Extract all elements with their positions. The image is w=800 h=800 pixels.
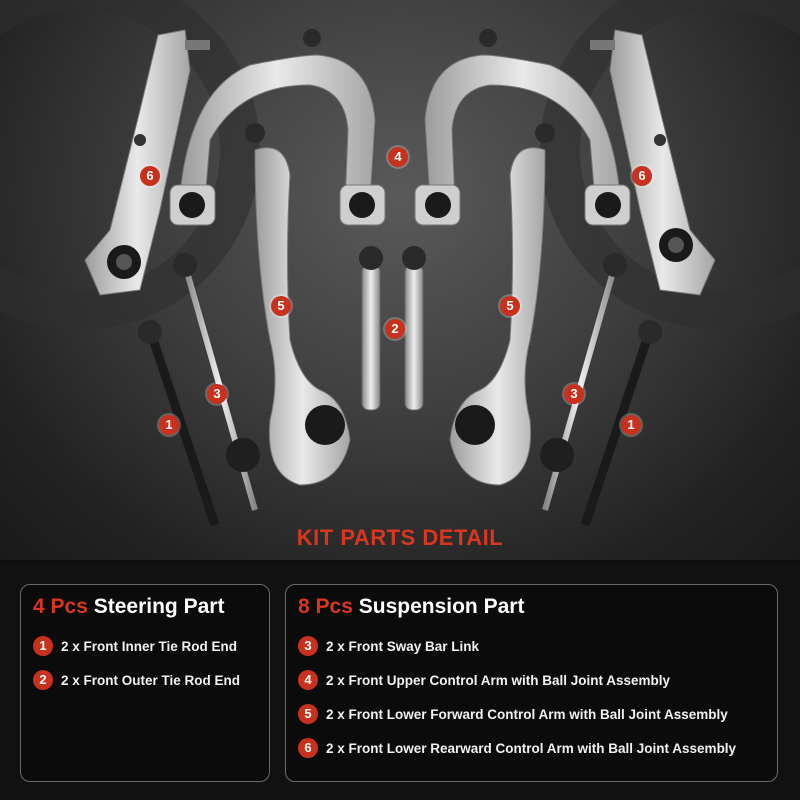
parts-illustration <box>0 0 800 527</box>
steering-label: Steering Part <box>93 595 225 618</box>
badge-part-6-right: 6 <box>632 166 652 186</box>
suspension-label: Suspension Part <box>358 595 525 618</box>
upper-control-arm-right <box>414 29 631 226</box>
item-number: 5 <box>298 704 318 724</box>
list-item: 5 2 x Front Lower Forward Control Arm wi… <box>298 703 728 725</box>
item-text: 2 x Front Inner Tie Rod End <box>61 638 238 654</box>
rear-lower-arm-right <box>579 29 716 296</box>
badge-part-5-right: 5 <box>500 296 520 316</box>
steering-heading: 4 Pcs Steering Part <box>33 595 224 619</box>
item-text: 2 x Front Sway Bar Link <box>326 638 480 654</box>
kit-parts-title: KIT PARTS DETAIL <box>296 525 504 550</box>
inner-tie-rod-right <box>580 320 662 527</box>
item-number: 1 <box>33 636 53 656</box>
item-text: 2 x Front Outer Tie Rod End <box>61 672 241 688</box>
parts-detail-section: 4 Pcs Steering Part 1 2 x Front Inner Ti… <box>0 562 800 800</box>
item-number: 6 <box>298 738 318 758</box>
suspension-panel: 8 Pcs Suspension Part 3 2 x Front Sway B… <box>285 584 778 782</box>
rear-lower-arm-left <box>84 29 221 296</box>
suspension-count: 8 Pcs <box>298 595 353 618</box>
item-text: 2 x Front Lower Rearward Control Arm wit… <box>326 740 737 756</box>
badge-part-3-right: 3 <box>564 384 584 404</box>
badge-part-1-left: 1 <box>159 415 179 435</box>
lower-forward-arm-right <box>449 123 555 486</box>
badge-part-3-left: 3 <box>207 384 227 404</box>
lower-forward-arm-left <box>245 123 351 486</box>
badge-part-5-left: 5 <box>271 296 291 316</box>
item-number: 3 <box>298 636 318 656</box>
inner-tie-rod-left <box>138 320 220 527</box>
outer-tie-rod-right <box>402 246 426 411</box>
list-item: 3 2 x Front Sway Bar Link <box>298 635 479 657</box>
badge-part-4: 4 <box>388 147 408 167</box>
list-item: 6 2 x Front Lower Rearward Control Arm w… <box>298 737 736 759</box>
badge-part-6-left: 6 <box>140 166 160 186</box>
upper-control-arm-left <box>169 29 386 226</box>
outer-tie-rod-left <box>359 246 383 411</box>
badge-part-1-right: 1 <box>621 415 641 435</box>
list-item: 1 2 x Front Inner Tie Rod End <box>33 635 237 657</box>
steering-panel: 4 Pcs Steering Part 1 2 x Front Inner Ti… <box>20 584 270 782</box>
steering-count: 4 Pcs <box>33 595 88 618</box>
item-number: 2 <box>33 670 53 690</box>
item-number: 4 <box>298 670 318 690</box>
suspension-heading: 8 Pcs Suspension Part <box>298 595 524 619</box>
list-item: 4 2 x Front Upper Control Arm with Ball … <box>298 669 670 691</box>
item-text: 2 x Front Upper Control Arm with Ball Jo… <box>326 672 671 688</box>
product-photo: 6 4 6 5 2 5 3 3 1 1 <box>0 0 800 560</box>
item-text: 2 x Front Lower Forward Control Arm with… <box>326 706 728 722</box>
list-item: 2 2 x Front Outer Tie Rod End <box>33 669 240 691</box>
badge-part-2: 2 <box>385 319 405 339</box>
